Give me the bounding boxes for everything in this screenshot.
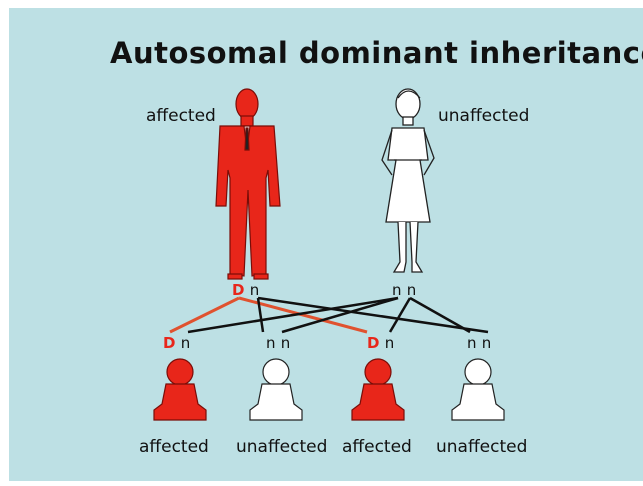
child4-allele-2: n — [481, 334, 492, 352]
child-icon-1 — [153, 358, 207, 421]
line-mother-n-child1 — [187, 296, 399, 334]
man-icon — [215, 88, 281, 280]
father-allele-1: D — [232, 281, 245, 299]
child4-alleles: n n — [467, 334, 491, 352]
child3-status-label: affected — [342, 437, 412, 457]
inheritance-lines — [169, 296, 489, 334]
line-father-n-child4 — [257, 296, 489, 334]
line-father-n-child2 — [256, 297, 265, 333]
child3-allele-2: n — [384, 334, 395, 352]
child-icon-4 — [451, 358, 505, 421]
father-alleles: D n — [232, 281, 259, 299]
slide-background — [9, 8, 643, 481]
child-icon-2 — [249, 358, 303, 421]
diagram-title: Autosomal dominant inheritance — [110, 36, 643, 70]
child4-allele-1: n — [467, 334, 477, 352]
father-allele-2: n — [249, 281, 260, 299]
mother-allele-2: n — [406, 281, 417, 299]
child3-allele-1: D — [367, 334, 380, 352]
mother-status-label: unaffected — [438, 106, 530, 126]
child1-alleles: D n — [163, 334, 190, 352]
line-mother-n-child3 — [388, 297, 412, 333]
child1-allele-1: D — [163, 334, 176, 352]
child4-status-label: unaffected — [436, 437, 528, 457]
child2-allele-1: n — [266, 334, 276, 352]
line-father-D-child1 — [169, 296, 240, 334]
line-mother-n-child4 — [409, 296, 471, 334]
child2-status-label: unaffected — [236, 437, 328, 457]
father-status-label: affected — [146, 106, 216, 126]
child1-allele-2: n — [180, 334, 191, 352]
child3-alleles: D n — [367, 334, 394, 352]
woman-icon — [381, 88, 435, 273]
child2-alleles: n n — [266, 334, 290, 352]
child1-status-label: affected — [139, 437, 209, 457]
mother-alleles: n n — [392, 281, 416, 299]
mother-allele-1: n — [392, 281, 402, 299]
line-father-D-child3 — [238, 296, 368, 334]
line-mother-n-child2 — [281, 296, 399, 334]
child2-allele-2: n — [280, 334, 291, 352]
child-icon-3 — [351, 358, 405, 421]
